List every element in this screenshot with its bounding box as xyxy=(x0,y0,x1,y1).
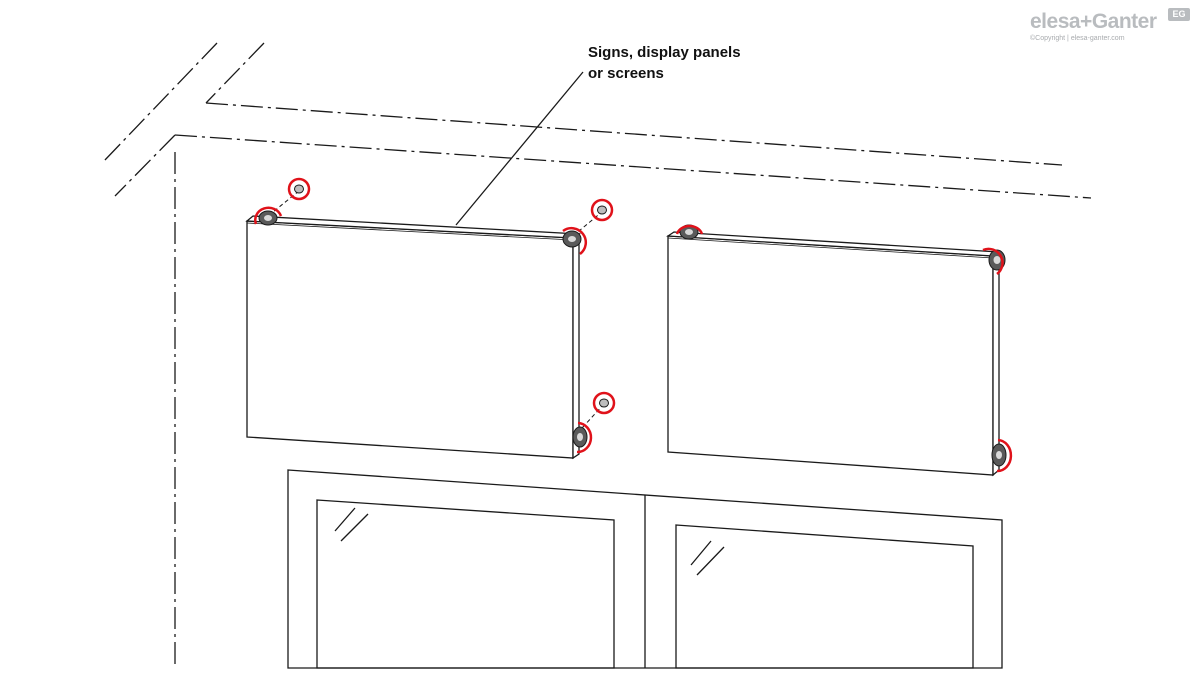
callout-label-line1: Signs, display panels xyxy=(588,44,741,61)
standoff-right-top-right xyxy=(982,247,1006,275)
display-panel-right xyxy=(666,231,1001,477)
standoff-left-lower-right xyxy=(572,421,593,454)
fixing-screw-icon xyxy=(590,198,614,222)
standoff-left-upper-right xyxy=(562,226,587,256)
screw-axis-lines xyxy=(267,190,605,429)
fixing-screw-icon xyxy=(592,391,616,415)
window-pane-left xyxy=(316,499,615,669)
logo-wordmark: elesa+Ganter xyxy=(1030,10,1157,33)
window-pane-right xyxy=(675,524,974,669)
window-frame xyxy=(287,469,1003,669)
screw-left-upper-right xyxy=(590,198,614,222)
screw-left-lower-right xyxy=(592,391,616,415)
standoff-left-top xyxy=(254,206,283,226)
callout-label-line2: or screens xyxy=(588,65,664,82)
standoff-right-bottom-right xyxy=(991,438,1013,473)
display-panel-left xyxy=(245,215,581,460)
ceiling-construction-lines xyxy=(103,42,1092,668)
standoff-right-top-left xyxy=(675,224,704,240)
callout-label: Signs, display panels or screens xyxy=(588,42,741,84)
fixing-screw-icon xyxy=(287,177,311,201)
callout-leader-line xyxy=(455,71,584,226)
logo-badge: EG xyxy=(1168,8,1190,21)
screw-left-top xyxy=(287,177,311,201)
logo-copyright: ©Copyright | elesa-ganter.com xyxy=(1030,35,1125,42)
brand-logo: elesa+Ganter EG ©Copyright | elesa-gante… xyxy=(1030,8,1190,42)
